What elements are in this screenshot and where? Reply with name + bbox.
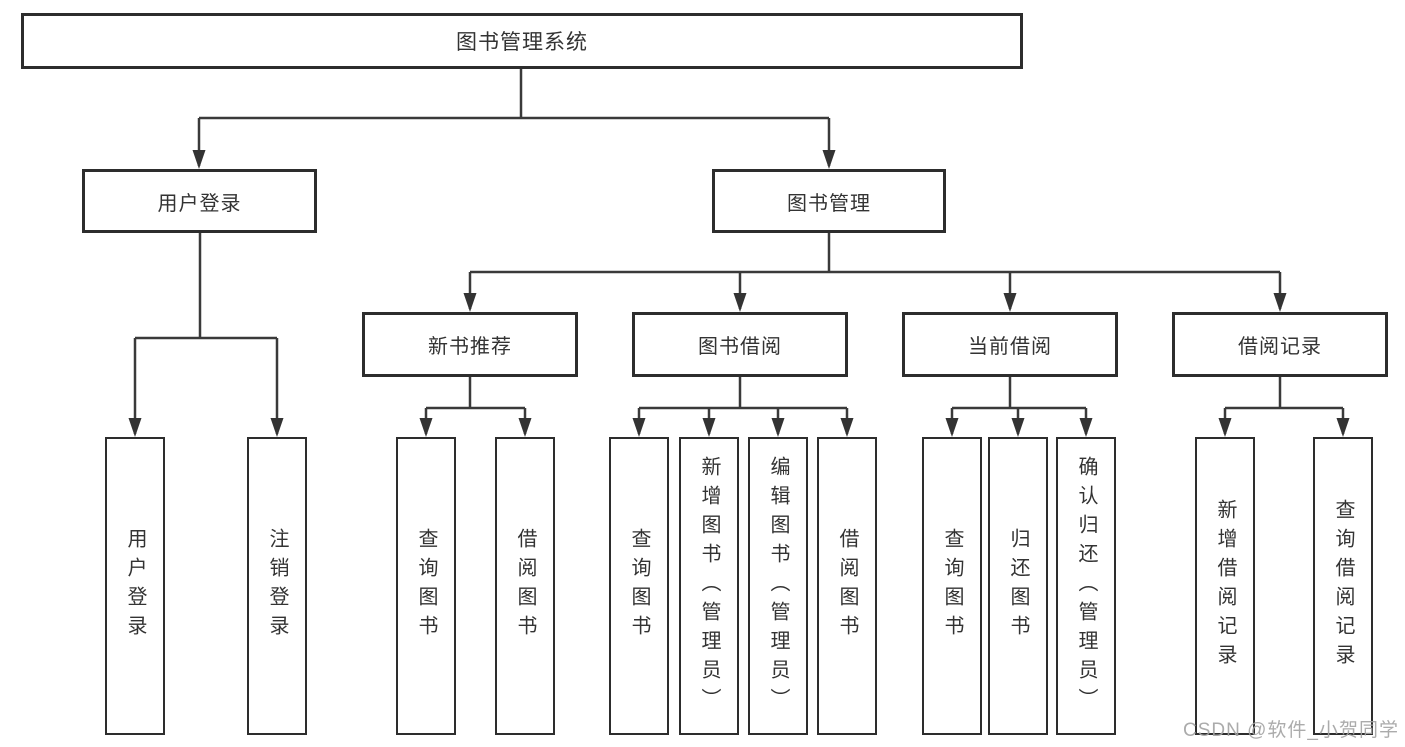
leaf-logout-label: 注销登录 — [266, 528, 288, 644]
arrowheads — [128, 150, 1350, 437]
node-borrowing-records-label: 借阅记录 — [1238, 336, 1322, 358]
node-library-system-label: 图书管理系统 — [456, 31, 588, 54]
node-new-book-recommend-label: 新书推荐 — [428, 336, 512, 358]
leaf-user-login: 用户登录 — [105, 437, 165, 735]
leaf-query-books-current-label: 查询图书 — [941, 528, 963, 644]
node-new-book-recommend: 新书推荐 — [362, 312, 578, 377]
node-book-management-label: 图书管理 — [787, 192, 871, 215]
leaf-confirm-return-admin-label: 确认归还（管理员） — [1075, 455, 1097, 717]
leaf-user-login-label: 用户登录 — [124, 528, 146, 644]
leaf-query-borrow-record-label: 查询借阅记录 — [1332, 499, 1354, 673]
leaf-edit-book-admin: 编辑图书（管理员） — [748, 437, 808, 735]
leaf-query-books-borrowing: 查询图书 — [609, 437, 669, 735]
leaf-add-borrow-record: 新增借阅记录 — [1195, 437, 1255, 735]
watermark: CSDN @软件_小贺同学 — [1183, 720, 1399, 741]
leaf-borrow-books-borrowing: 借阅图书 — [817, 437, 877, 735]
node-current-borrowing-label: 当前借阅 — [968, 336, 1052, 358]
leaf-query-books-recommend: 查询图书 — [396, 437, 456, 735]
leaf-confirm-return-admin: 确认归还（管理员） — [1056, 437, 1116, 735]
leaf-return-book: 归还图书 — [988, 437, 1048, 735]
leaf-query-books-current: 查询图书 — [922, 437, 982, 735]
leaf-query-books-borrowing-label: 查询图书 — [628, 528, 650, 644]
node-user-login-label: 用户登录 — [157, 192, 242, 215]
leaf-edit-book-admin-label: 编辑图书（管理员） — [767, 455, 789, 717]
node-current-borrowing: 当前借阅 — [902, 312, 1118, 377]
leaf-query-books-recommend-label: 查询图书 — [415, 528, 437, 644]
leaf-add-borrow-record-label: 新增借阅记录 — [1214, 499, 1236, 673]
leaf-query-borrow-record: 查询借阅记录 — [1313, 437, 1373, 735]
leaf-return-book-label: 归还图书 — [1007, 528, 1029, 644]
leaf-borrow-books-recommend: 借阅图书 — [495, 437, 555, 735]
node-library-system: 图书管理系统 — [21, 13, 1023, 69]
node-borrowing-records: 借阅记录 — [1172, 312, 1388, 377]
leaf-add-book-admin: 新增图书（管理员） — [679, 437, 739, 735]
node-book-borrowing: 图书借阅 — [632, 312, 848, 377]
leaf-add-book-admin-label: 新增图书（管理员） — [698, 455, 720, 717]
node-book-borrowing-label: 图书借阅 — [698, 336, 782, 358]
leaf-borrow-books-recommend-label: 借阅图书 — [514, 528, 536, 644]
leaf-logout: 注销登录 — [247, 437, 307, 735]
node-book-management: 图书管理 — [712, 169, 946, 233]
node-user-login: 用户登录 — [82, 169, 317, 233]
leaf-borrow-books-borrowing-label: 借阅图书 — [836, 528, 858, 644]
